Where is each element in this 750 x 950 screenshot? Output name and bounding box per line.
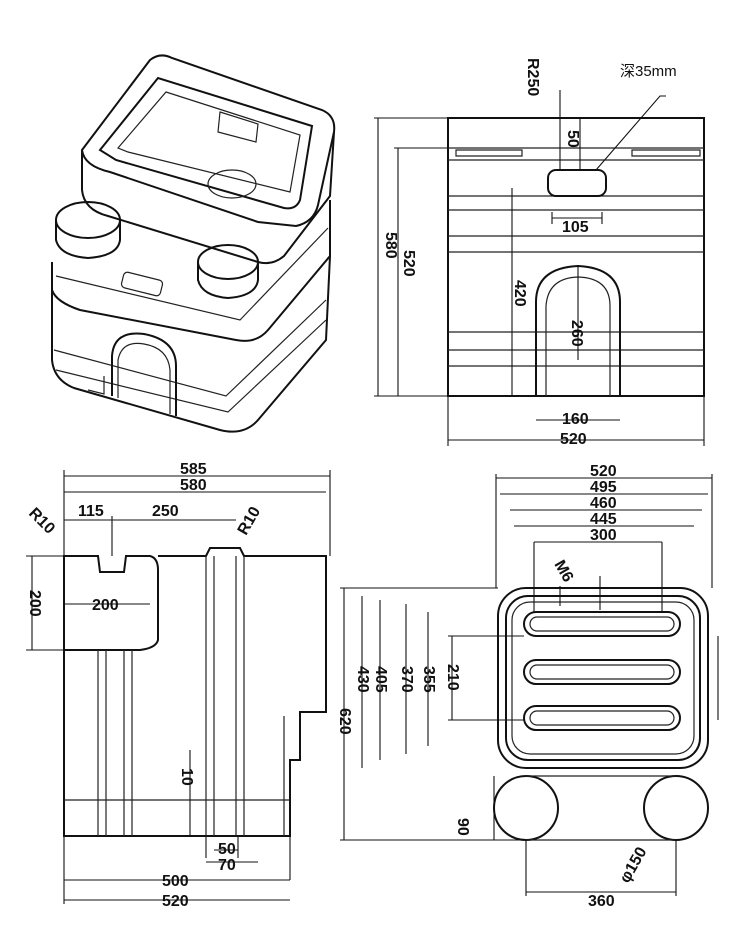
dim-115: 115	[78, 503, 104, 520]
dim-445: 445	[590, 511, 617, 528]
bottom-view-labels: 520 495 460 445 300 M6 620 430 405 370 3…	[336, 463, 651, 910]
radius-label: R250	[524, 58, 541, 96]
top-right-view	[374, 90, 705, 446]
dim-70: 70	[218, 857, 236, 874]
dim-520-width: 520	[560, 431, 587, 448]
dim-420: 420	[511, 280, 528, 307]
dim-620: 620	[336, 708, 353, 735]
isometric-view	[51, 54, 336, 433]
bottom-view	[340, 474, 719, 896]
top-right-view-labels: R250 深35mm 580 520 420 50 105 260 160 52…	[382, 58, 677, 448]
dim-10: 10	[178, 768, 195, 786]
dim-260: 260	[568, 320, 585, 347]
radius-right: R10	[235, 504, 264, 538]
dim-405: 405	[372, 666, 389, 693]
dim-460: 460	[590, 495, 617, 512]
dim-200-vertical: 200	[26, 590, 43, 617]
dim-430: 430	[354, 666, 371, 693]
dim-160: 160	[562, 411, 589, 428]
dim-250: 250	[152, 503, 179, 520]
dim-90: 90	[454, 818, 471, 836]
dim-phi-150: φ150	[617, 844, 651, 886]
dim-580-side: 580	[180, 477, 207, 494]
dim-300: 300	[590, 527, 617, 544]
dim-360: 360	[588, 893, 615, 910]
dim-50-slot: 50	[564, 130, 581, 148]
dim-495: 495	[590, 479, 617, 496]
side-view-labels: 585 580 R10 R10 115 250 200 200 10 50 70…	[25, 461, 264, 910]
dim-520-vertical: 520	[400, 250, 417, 277]
dim-105: 105	[562, 219, 589, 236]
dim-200-horizontal: 200	[92, 597, 119, 614]
dim-580: 580	[382, 232, 399, 259]
dim-520-side: 520	[162, 893, 189, 910]
depth-note: 深35mm	[620, 63, 677, 80]
dim-370: 370	[398, 666, 415, 693]
dim-355: 355	[420, 666, 437, 693]
dim-500: 500	[162, 873, 189, 890]
dim-210: 210	[444, 664, 461, 691]
thread-m6: M6	[551, 558, 577, 586]
radius-left: R10	[25, 505, 58, 538]
side-view	[26, 470, 331, 904]
dim-50-side: 50	[218, 841, 236, 858]
dim-520-bottom: 520	[590, 463, 617, 480]
dim-585: 585	[180, 461, 207, 478]
